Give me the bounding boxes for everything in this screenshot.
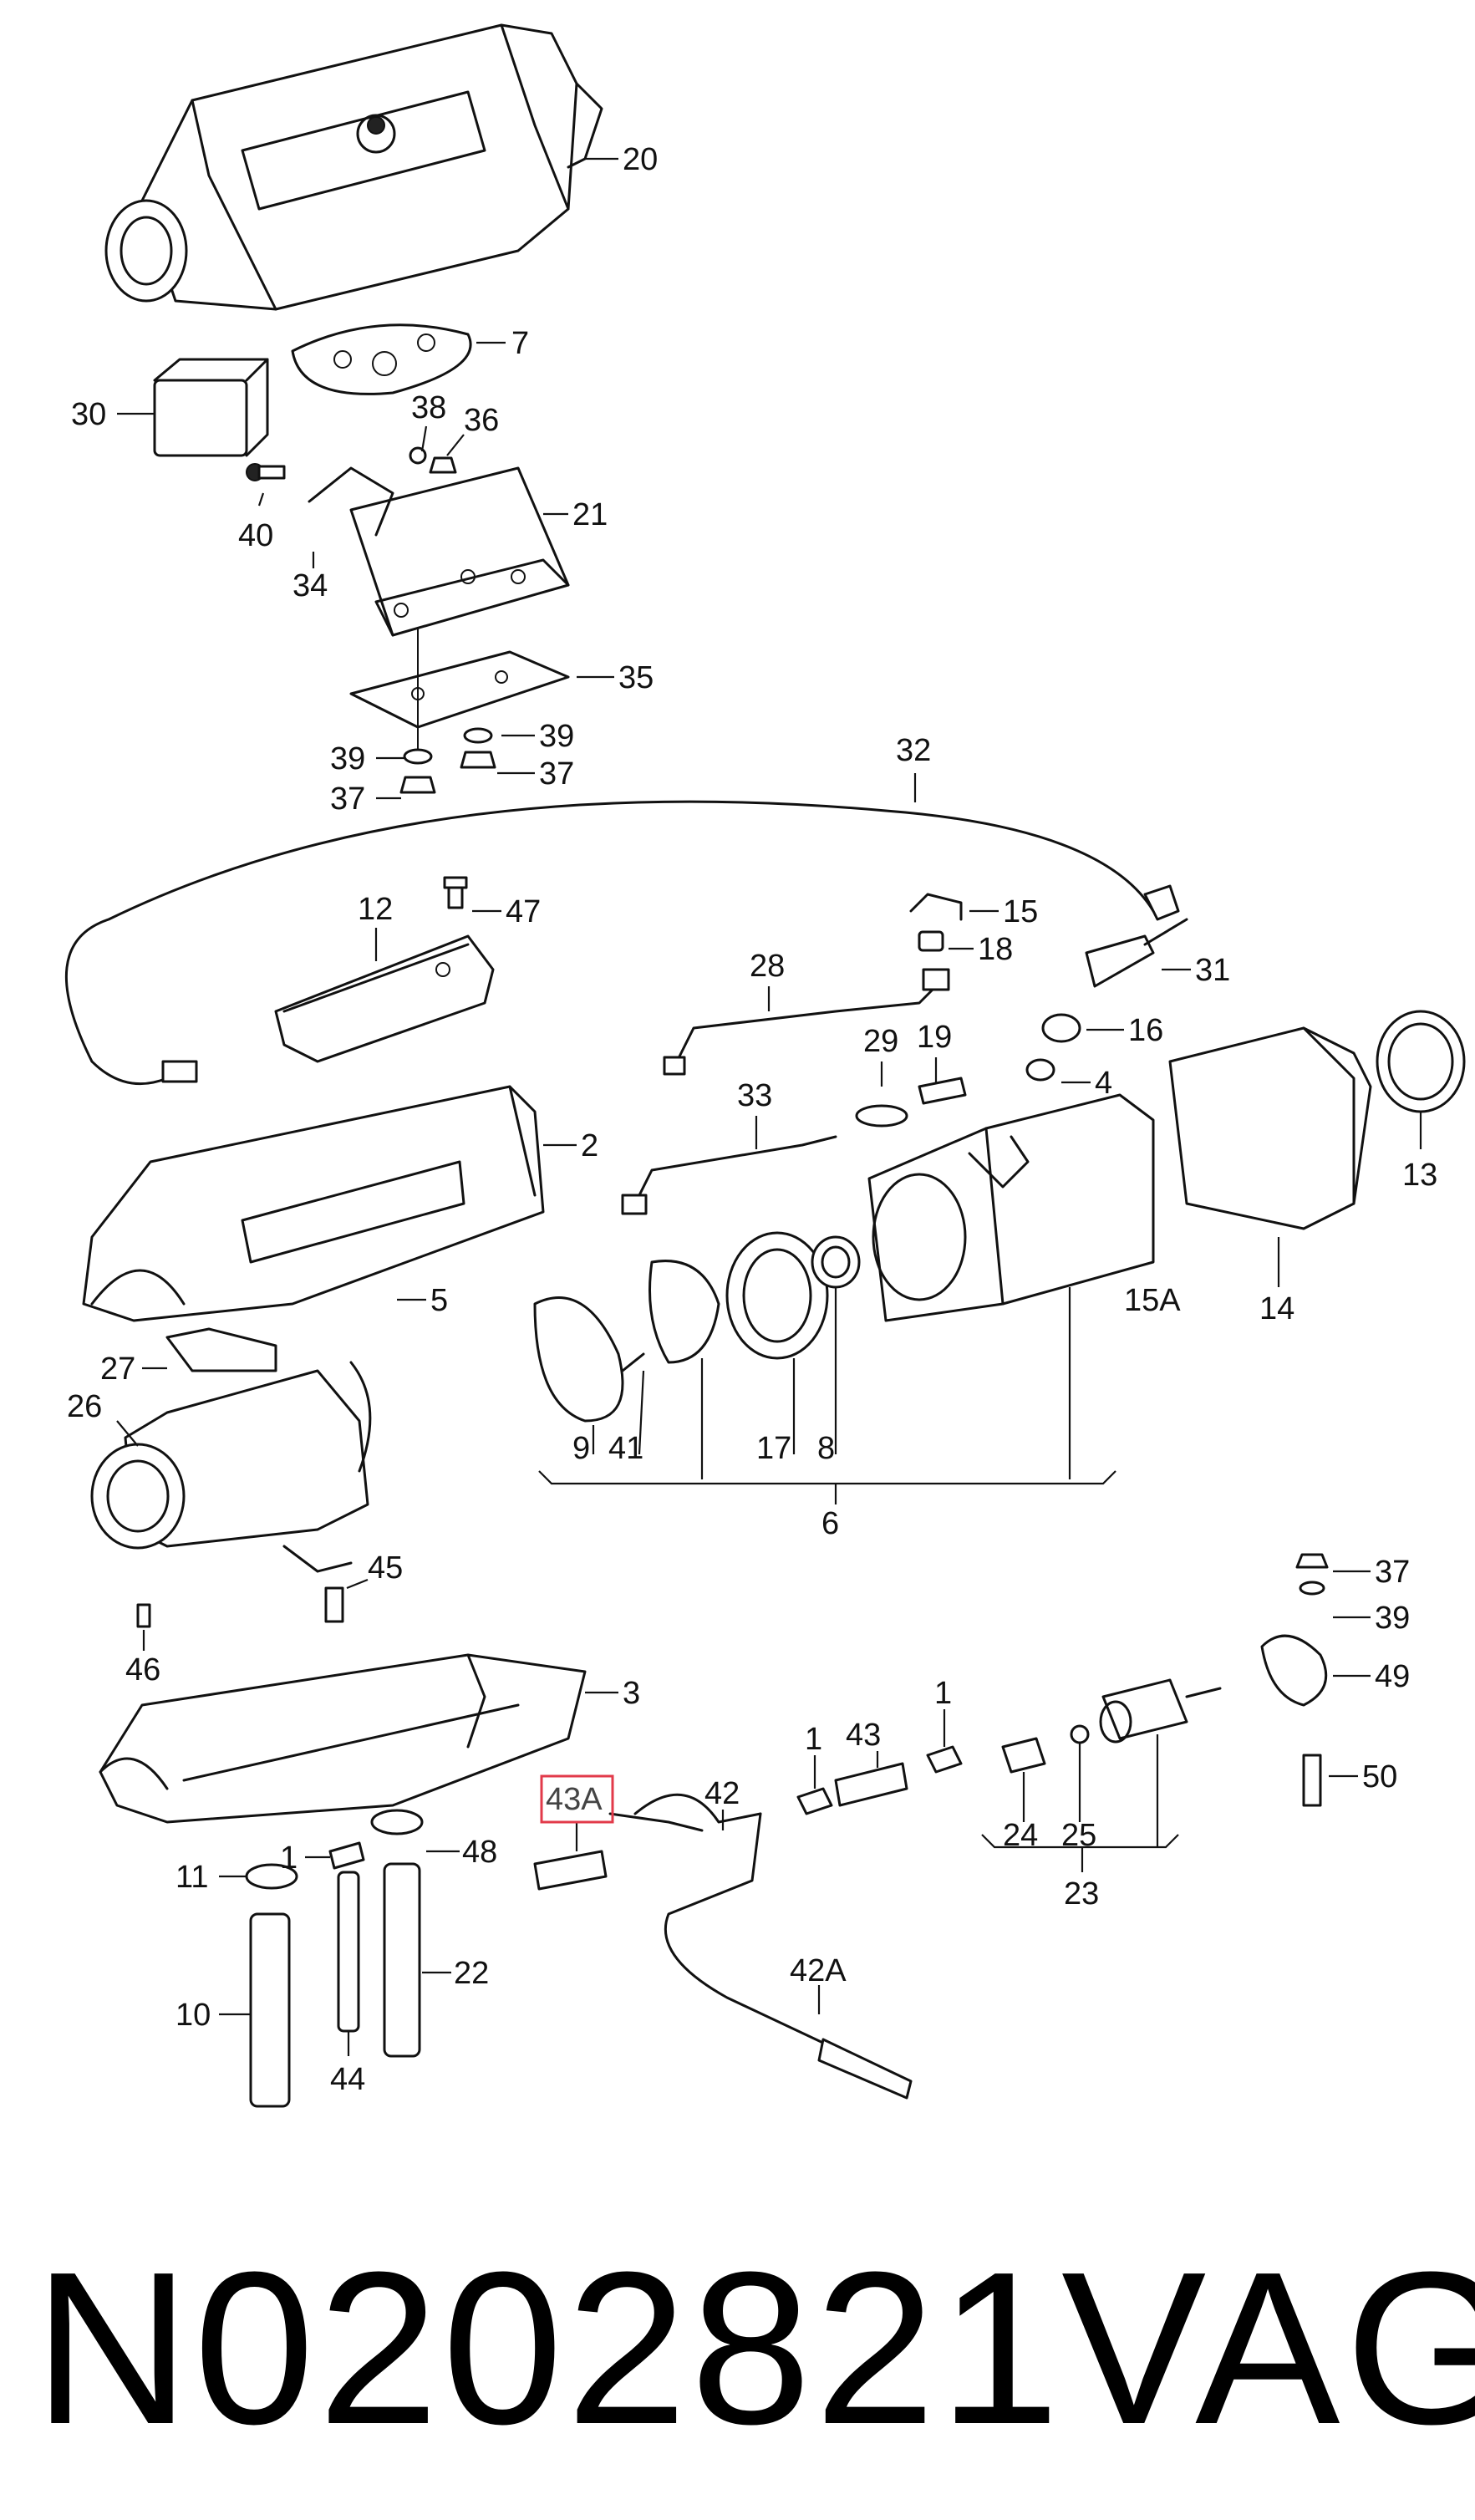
hose-43 [834, 1762, 908, 1807]
callout-37[interactable]: 37 [330, 781, 365, 817]
highlight-box-43A [540, 1774, 614, 1824]
callout-20[interactable]: 20 [623, 142, 658, 177]
seals-16-4 [1025, 1013, 1081, 1082]
callout-1[interactable]: 1 [280, 1840, 298, 1876]
callout-39[interactable]: 39 [330, 741, 365, 776]
callout-29[interactable]: 29 [863, 1024, 898, 1059]
callout-32[interactable]: 32 [896, 733, 931, 768]
callout-28[interactable]: 28 [750, 949, 785, 984]
part-number: N0202821 [33, 2227, 1063, 2470]
callout-16[interactable]: 16 [1128, 1013, 1163, 1048]
callout-14[interactable]: 14 [1259, 1291, 1294, 1326]
callout-9[interactable]: 9 [572, 1431, 590, 1466]
callout-21[interactable]: 21 [572, 497, 608, 532]
pump-23-24-25 [1001, 1678, 1222, 1774]
callout-27[interactable]: 27 [100, 1352, 135, 1387]
callout-1[interactable]: 1 [805, 1722, 822, 1757]
callout-30[interactable]: 30 [71, 397, 106, 432]
callout-22[interactable]: 22 [454, 1956, 489, 1991]
heater-housing-top [104, 23, 603, 311]
callout-45[interactable]: 45 [368, 1550, 403, 1586]
relay-30 [153, 358, 269, 457]
callout-4[interactable]: 4 [1095, 1066, 1112, 1101]
callout-13[interactable]: 13 [1402, 1158, 1437, 1193]
housing-2 [82, 1085, 545, 1322]
callout-8[interactable]: 8 [817, 1431, 835, 1466]
callout-1[interactable]: 1 [934, 1676, 952, 1711]
leader-lines [116, 157, 1422, 2056]
tray-3 [99, 1653, 587, 1824]
bracket-21-34 [308, 466, 570, 637]
callout-42A[interactable]: 42A [790, 1953, 847, 1988]
screw-45-46 [136, 1586, 344, 1628]
clip-15-18-19-29 [855, 893, 967, 1128]
callout-2[interactable]: 2 [581, 1128, 598, 1163]
callout-49[interactable]: 49 [1375, 1659, 1410, 1694]
callout-48[interactable]: 48 [462, 1835, 497, 1870]
callout-39[interactable]: 39 [1375, 1601, 1410, 1636]
callout-11[interactable]: 11 [175, 1860, 208, 1895]
fuel-line-42-42A [608, 1793, 913, 2100]
cover-12 [274, 934, 495, 1063]
callout-15[interactable]: 15 [1003, 894, 1038, 929]
callout-12[interactable]: 12 [358, 892, 393, 927]
clamps-1 [328, 1745, 963, 1870]
hood-14-screen-13 [1168, 1010, 1466, 1230]
callout-26[interactable]: 26 [67, 1389, 102, 1424]
glow-plug-31 [1085, 918, 1188, 988]
callout-47[interactable]: 47 [506, 894, 541, 929]
callout-40[interactable]: 40 [238, 518, 273, 553]
callout-18[interactable]: 18 [978, 932, 1013, 967]
callout-23[interactable]: 23 [1064, 1876, 1099, 1912]
callout-3[interactable]: 3 [623, 1676, 640, 1711]
callout-7[interactable]: 7 [511, 326, 529, 361]
gasket-9-41-17-8 [533, 1231, 861, 1423]
callout-25[interactable]: 25 [1061, 1818, 1096, 1853]
callout-46[interactable]: 46 [125, 1652, 160, 1688]
connector-27 [165, 1327, 277, 1372]
callout-24[interactable]: 24 [1003, 1818, 1038, 1853]
callout-labels: 20 7 30 38 36 21 40 34 35 39 39 37 37 32… [67, 142, 1437, 2097]
callout-43[interactable]: 43 [846, 1718, 881, 1753]
cable-32 [65, 800, 1180, 1086]
callout-38[interactable]: 38 [411, 390, 446, 425]
callout-31[interactable]: 31 [1195, 953, 1230, 988]
pipes-10-44-22 [249, 1862, 421, 2108]
callout-19[interactable]: 19 [917, 1020, 952, 1055]
callout-36[interactable]: 36 [464, 403, 499, 438]
callout-33[interactable]: 33 [737, 1078, 772, 1113]
plate-35 [349, 627, 570, 752]
callout-17[interactable]: 17 [756, 1431, 791, 1466]
callout-37[interactable]: 37 [1375, 1555, 1410, 1590]
washers-nuts [246, 446, 496, 794]
callout-43A[interactable]: 43A [546, 1782, 603, 1817]
screw-47 [443, 876, 468, 909]
callout-50[interactable]: 50 [1362, 1759, 1397, 1795]
callout-44[interactable]: 44 [330, 2062, 365, 2097]
clamps-11-48 [245, 1809, 424, 1890]
heat-exchanger-6 [867, 1093, 1155, 1322]
callout-37[interactable]: 37 [539, 756, 574, 792]
callout-10[interactable]: 10 [175, 1998, 211, 2033]
gasket-7 [291, 323, 472, 395]
bracket-49-50 [1260, 1553, 1329, 1807]
callout-42[interactable]: 42 [704, 1776, 740, 1811]
callout-6[interactable]: 6 [821, 1506, 839, 1541]
callout-35[interactable]: 35 [618, 660, 654, 695]
brand-name: VAG [1061, 2227, 1475, 2470]
hose-43A [533, 1850, 608, 1891]
callout-41[interactable]: 41 [608, 1431, 643, 1466]
callout-34[interactable]: 34 [292, 568, 328, 603]
callout-15A[interactable]: 15A [1124, 1283, 1181, 1318]
callout-39[interactable]: 39 [539, 719, 574, 754]
fan-motor-26 [90, 1361, 372, 1573]
exploded-parts-diagram: 20 7 30 38 36 21 40 34 35 39 39 37 37 32… [65, 23, 1466, 2108]
wiring-28-33 [621, 968, 950, 1215]
callout-5[interactable]: 5 [430, 1283, 448, 1318]
